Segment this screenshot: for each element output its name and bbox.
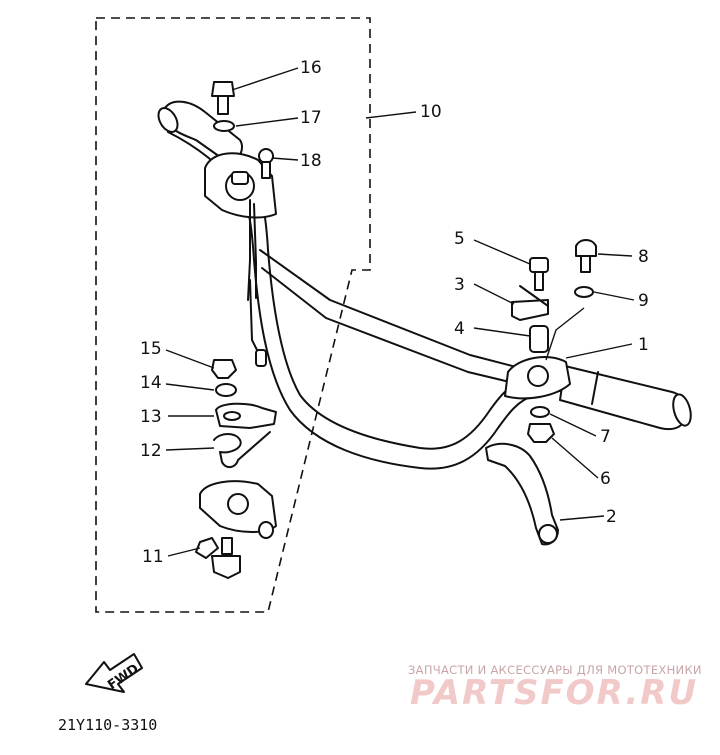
brake-lever [485,442,559,546]
nut-6 [527,423,555,443]
left-switch-housing [204,152,277,367]
washer-7 [530,406,550,418]
clip-11 [195,537,241,579]
callout-labels: 16 17 18 10 5 8 3 9 4 1 15 14 13 7 12 6 … [140,58,649,567]
callout-1: 1 [638,335,649,355]
callout-4: 4 [454,319,465,339]
spring-12 [213,431,271,468]
watermark-logo: PARTSFOR.RU [410,673,698,713]
callout-12: 12 [140,441,162,461]
bolt-16 [211,81,235,115]
leader-lines [165,67,635,557]
callout-11: 11 [142,547,164,567]
assembly-boundary [95,17,371,613]
callout-3: 3 [454,275,465,295]
callout-10: 10 [420,102,442,122]
callout-5: 5 [454,229,465,249]
callout-17: 17 [300,108,322,128]
callout-8: 8 [638,247,649,267]
bolt-5 [529,257,549,291]
nut-15 [211,359,237,379]
screw-18 [258,148,274,179]
washer-9 [574,286,594,298]
washer-14 [215,383,237,397]
plate-13 [215,402,277,429]
callout-13: 13 [140,407,162,427]
fwd-arrow-icon: FWD [85,653,143,693]
washer-17 [213,120,235,132]
callout-18: 18 [300,151,322,171]
bolt-8 [575,239,597,273]
callout-15: 15 [140,339,162,359]
callout-16: 16 [300,58,322,78]
switch-case [199,480,277,539]
lever-holder [504,285,571,400]
watermark-tagline: ЗАПЧАСТИ И АКСЕССУАРЫ ДЛЯ МОТОТЕХНИКИ [408,663,702,677]
callout-14: 14 [140,373,162,393]
callout-7: 7 [600,427,611,447]
callout-2: 2 [606,507,617,527]
callout-6: 6 [600,469,611,489]
diagram-code: 21Y110-3310 [58,716,157,734]
callout-9: 9 [638,291,649,311]
